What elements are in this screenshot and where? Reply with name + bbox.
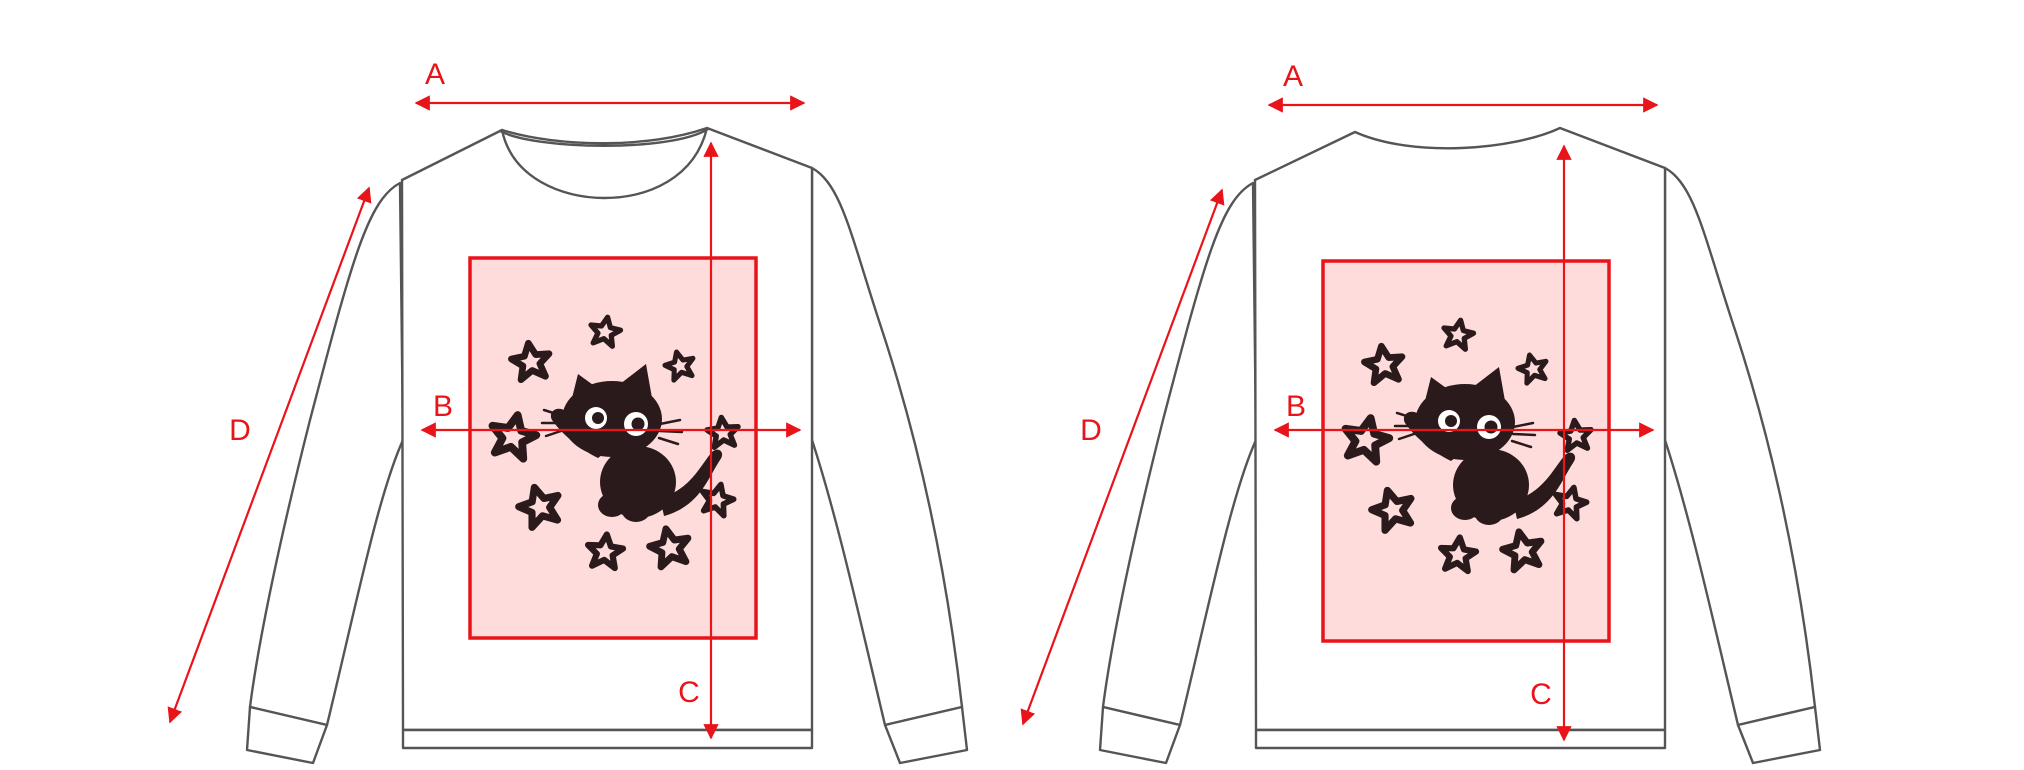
measure-d-line (1020, 188, 1225, 726)
front-view: A B C D (167, 58, 969, 765)
measure-d-line (167, 186, 372, 724)
measure-c-label: C (678, 676, 700, 709)
measure-d-label: D (229, 414, 251, 447)
back-view: A B C D (1020, 60, 1822, 765)
measure-a-label: A (425, 58, 445, 91)
measure-a-label: A (1283, 60, 1303, 93)
measure-b-label: B (433, 390, 453, 423)
measure-d-label: D (1080, 414, 1102, 447)
measure-lines (167, 95, 806, 740)
measure-c-label: C (1530, 678, 1552, 711)
measure-b-label: B (1286, 390, 1306, 423)
measure-lines (1020, 97, 1659, 742)
